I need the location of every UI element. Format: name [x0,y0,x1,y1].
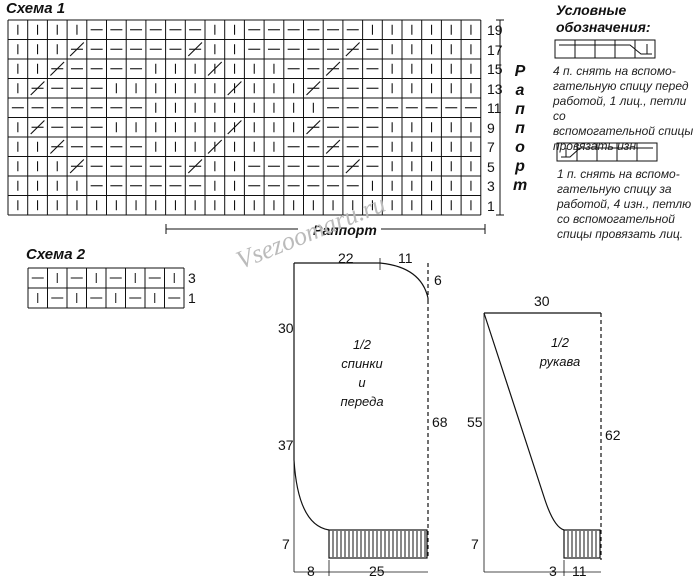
rapport-vertical-letter: о [515,139,525,156]
legend-item2-line: 1 п. снять на вспомо- [557,167,680,181]
dim-body-neck-depth: 6 [434,272,442,288]
scheme1-row-number: 11 [487,100,502,116]
rapport-vertical-letter: р [515,158,525,175]
scheme2-title: Схема 2 [26,246,86,263]
scheme1-row-number: 1 [487,197,495,214]
rapport-vertical-letter: а [515,82,525,99]
legend-item1-line: работой, 1 лиц., петли со [553,94,687,123]
scheme1-row-number: 3 [487,178,495,194]
dim-sleeve-side-height: 55 [467,414,483,430]
scheme1-row-number: 15 [487,61,503,77]
body-rib-lines [332,531,426,557]
sleeve-label-line: рукава [539,354,581,369]
scheme1-row-number: 17 [487,41,503,58]
scheme1-symbols [11,24,477,211]
rapport-vertical-letter: п [515,101,525,118]
body-pattern-label: 1/2 спинки и переда [332,335,392,411]
body-dimension-lines [293,258,428,576]
scheme1-title: Схема 1 [6,0,66,17]
scheme1-row-number: 19 [487,22,503,38]
sleeve-dimension-lines [483,313,601,576]
rapport-vertical-letter: п [515,120,525,137]
dim-body-total-height: 68 [432,414,448,430]
body-label-line: 1/2 [352,337,372,352]
body-label-line: и [358,375,366,390]
scheme1-row-number: 7 [487,139,495,155]
dim-body-bottom-offset: 8 [307,563,315,579]
legend-item1-line: вспомогательной спицы [553,124,694,138]
dim-body-lower-side: 37 [278,437,294,453]
dim-body-upper-side: 30 [278,320,294,336]
dim-sleeve-bottom-offset: 3 [549,563,557,579]
scheme1-row-number: 13 [487,80,503,97]
scheme1-row-number: 9 [487,119,495,136]
scheme1-row-number: 5 [487,158,495,175]
sleeve-pattern-outline [483,312,602,560]
scheme2-row-number: 1 [188,290,196,306]
scheme2-row-number: 3 [188,270,196,286]
legend-title-line2: обозначения: [556,19,651,35]
scheme2-grid [27,267,185,309]
body-label-line: спинки [341,356,383,371]
legend-symbol-cable-left [554,39,656,59]
legend-item1-line: провязать изн. [553,139,640,153]
rapport-vertical-bracket [496,19,504,216]
dim-body-top-right: 11 [398,250,413,266]
rapport-vertical-letter: Р [514,63,526,80]
legend-item2-line: со вспомогательной [557,212,675,226]
rapport-vertical-letter: т [513,177,528,194]
dim-body-bottom-width: 25 [369,563,385,579]
legend-title-line1: Условные [556,2,627,18]
rapport-horizontal-label: Раппорт [309,222,381,238]
sleeve-pattern-label: 1/2 рукава [530,333,590,371]
legend-item1-line: 4 п. снять на вспомо- [553,64,676,78]
body-label-line: переда [340,394,384,409]
legend-item2-line: спицы провязать лиц. [557,227,684,241]
legend-item1-line: гательную спицу перед [553,79,689,93]
legend-item1-text: 4 п. снять на вспомо-гательную спицу пер… [553,64,695,154]
dim-sleeve-total-height: 62 [605,427,621,443]
scheme1-grid [7,19,482,216]
dim-sleeve-bottom-width: 11 [572,563,587,579]
dim-sleeve-top-width: 30 [534,293,550,309]
dim-sleeve-rib: 7 [471,536,479,552]
rapport-horizontal-bracket [165,224,486,234]
dim-body-top-left: 22 [338,250,354,266]
legend-symbol-cable-right [556,142,658,162]
dim-body-rib: 7 [282,536,290,552]
sleeve-label-line: 1/2 [550,335,570,350]
legend-item2-line: работой, 4 изн., петлю [557,197,692,211]
sleeve-rib-lines [567,531,597,557]
legend-item2-line: гательную спицу за [557,182,672,196]
